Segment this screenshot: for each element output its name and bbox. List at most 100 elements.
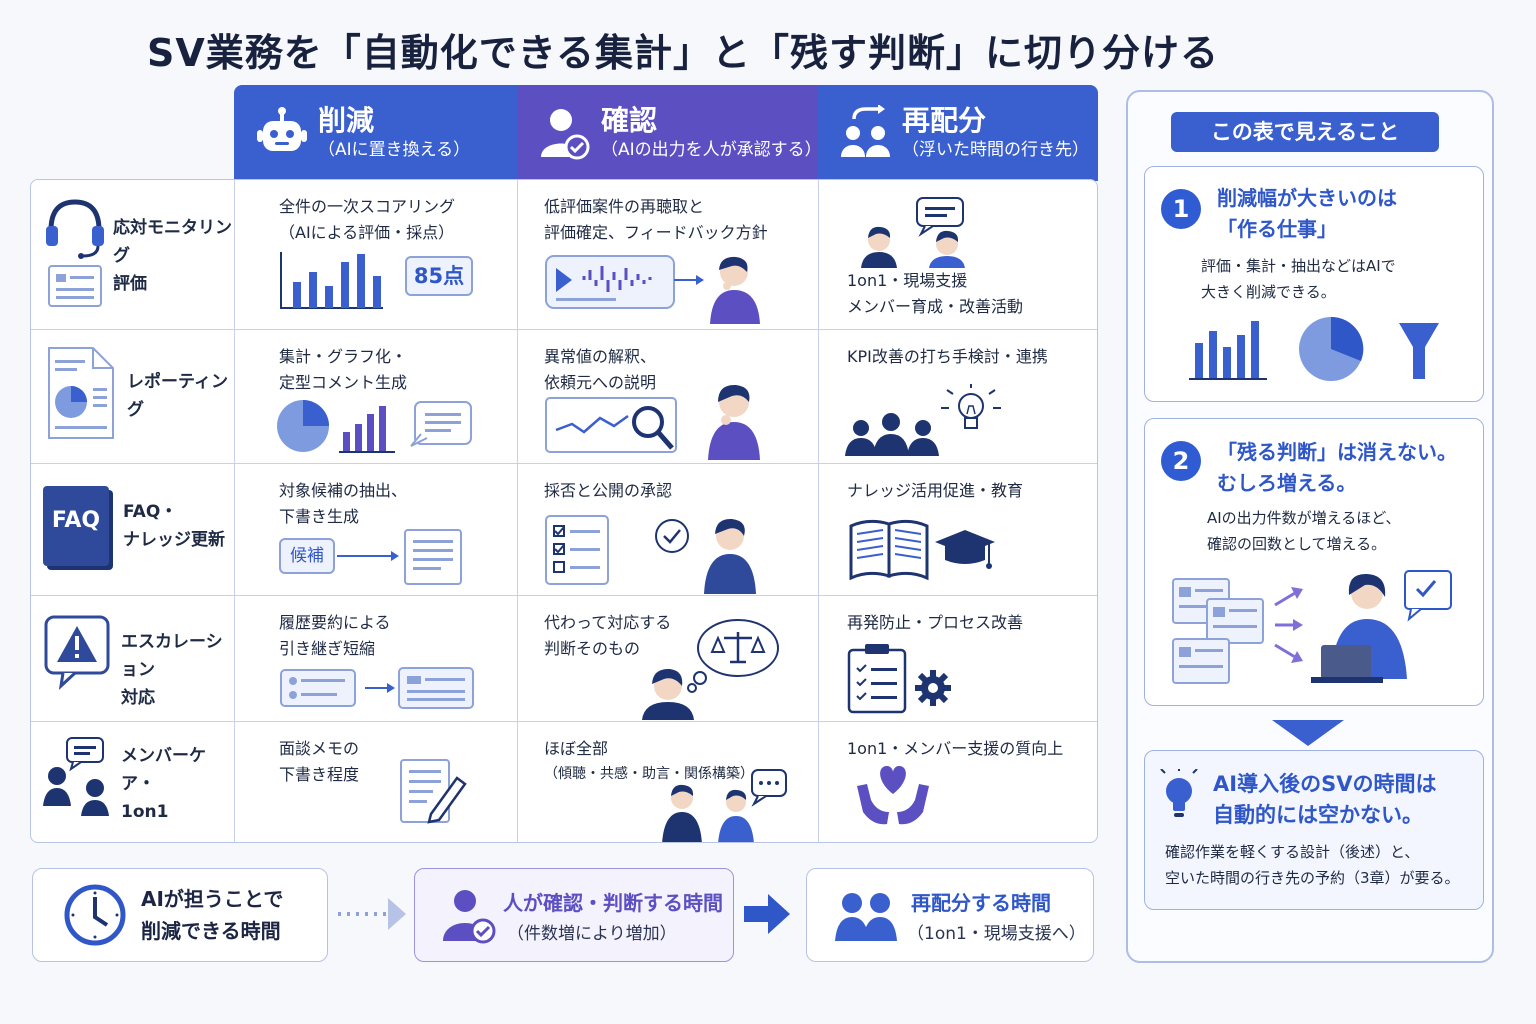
reallocate-cell: 1on1・現場支援 メンバー育成・改善活動 [819,180,1097,329]
flow-reallocate-time: 再配分する時間 （1on1・現場支援へ） [806,868,1094,962]
increasing-review-icon [1172,570,1452,684]
table-row: メンバーケア・ 1on1 面談メモの 下書き程度 ほぼ全部 （傾聴・共感・助言・… [31,722,1097,842]
row-label: メンバーケア・ 1on1 [121,746,206,822]
confirm-cell: ほぼ全部 （傾聴・共感・助言・関係構築） [518,722,819,842]
members-chat-icon [43,737,109,816]
column-subtitle: （AIに置き換える） [318,140,471,160]
conversation-icon [861,197,965,268]
task-matrix: 削減 （AIに置き換える） 確認 （AIの出力を人が承認する） 再配分 （浮いた… [30,85,1098,843]
table-row: エスカレーション 対応 履歴要約による 引き継ぎ短縮 代わって対応する 判断その… [31,596,1097,722]
arrow-right-icon [744,894,790,934]
faq-book-icon: FAQ [43,486,109,566]
clock-icon [64,884,126,946]
insight-card-2: 2 「残る判断」は消えない。 むしろ増える。 AIの出力件数が増えるほど、 確認… [1144,418,1484,706]
reallocate-text: 1on1・現場支援 メンバー育成・改善活動 [847,271,1024,316]
column-title: 確認 [601,104,658,137]
reduce-text: 対象候補の抽出、 下書き生成 [279,481,408,526]
robot-icon [257,107,307,151]
table-row: 応対モニタリング 評価 全件の一次スコアリング （AIによる評価・採点） 85点… [31,180,1097,330]
headset-icon [46,199,104,307]
person-check-icon [541,109,590,160]
flow-confirm-time: 人が確認・判断する時間 （件数増により増加） [414,868,734,962]
confirm-text: ほぼ全部 [544,739,609,758]
insight-card-3: AI導入後のSVの時間は 自動的には空かない。 確認作業を軽くする設計（後述）と… [1144,750,1484,910]
column-header-reduce: 削減 （AIに置き換える） [234,85,517,181]
summary-handover-icon [280,667,474,709]
down-arrow-icon [1272,720,1344,746]
row-label: 応対モニタリング 評価 [113,218,232,294]
report-document-icon [48,347,114,439]
table-row: レポーティング 集計・グラフ化・ 定型コメント生成 異常値の解釈、 依頼元への説… [31,330,1097,464]
confirm-cell: 採否と公開の承認 [518,464,819,595]
row-label-cell: メンバーケア・ 1on1 [31,722,235,842]
card-title: 「残る判断」は消えない。 むしろ増える。 [1217,440,1457,495]
row-label-cell: FAQ FAQ・ ナレッジ更新 [31,464,235,595]
person-check-icon [443,890,496,944]
audio-review-icon [545,255,760,324]
confirm-text: 代わって対応する 判断そのもの [544,613,672,658]
column-title: 再配分 [902,104,987,137]
row-label-cell: 応対モニタリング 評価 [31,180,235,329]
approval-checklist-icon [545,515,756,594]
reallocate-text: KPI改善の打ち手検討・連携 [847,347,1048,366]
flow-box-title: 人が確認・判断する時間 [503,891,723,915]
matrix-grid: 応対モニタリング 評価 全件の一次スコアリング （AIによる評価・採点） 85点… [30,179,1098,843]
confirm-cell: 低評価案件の再聴取と 評価確定、フィードバック方針 [518,180,819,329]
lightbulb-icon [1160,769,1198,817]
column-title: 削減 [318,104,375,137]
flow-box-subtitle: （1on1・現場支援へ） [907,924,1086,944]
flow-box-title: 再配分する時間 [911,891,1051,915]
column-subtitle: （AIの出力を人が承認する） [601,140,822,160]
card-body: 評価・集計・抽出などはAIで 大きく削減できる。 [1201,257,1396,301]
counseling-icon [662,769,787,842]
reallocate-text: 再発防止・プロセス改善 [847,613,1024,632]
row-label: FAQ・ ナレッジ更新 [123,502,225,550]
candidate-tag: 候補 [279,538,335,574]
memo-pen-icon [400,759,467,824]
row-label-cell: エスカレーション 対応 [31,596,235,721]
reduce-text: 集計・グラフ化・ 定型コメント生成 [279,347,408,392]
row-label: エスカレーション 対応 [121,632,223,708]
reallocate-people-icon [841,105,890,157]
reduce-cell: 集計・グラフ化・ 定型コメント生成 [235,330,518,463]
number-badge: 1 [1161,189,1201,229]
score-badge: 85点 [405,256,473,296]
flow-box-subtitle: （件数増により増加） [507,924,677,944]
reduction-charts-icon [1189,317,1439,381]
confirm-text: 低評価案件の再聴取と 評価確定、フィードバック方針 [544,197,768,242]
card-title: AI導入後のSVの時間は 自動的には空かない。 [1213,772,1437,827]
insight-card-1: 1 削減幅が大きいのは 「作る仕事」 評価・集計・抽出などはAIで 大きく削減で… [1144,166,1484,402]
confirm-note: （傾聴・共感・助言・関係構築） [544,766,754,782]
reduce-cell: 面談メモの 下書き程度 [235,722,518,842]
reallocate-cell: ナレッジ活用促進・教育 [819,464,1097,595]
insights-panel: この表で見えること 1 削減幅が大きいのは 「作る仕事」 評価・集計・抽出などは… [1126,90,1494,963]
reallocate-text: 1on1・メンバー支援の質向上 [847,739,1064,758]
reduce-text: 面談メモの 下書き程度 [279,739,360,784]
number-badge: 2 [1161,441,1201,481]
confirm-cell: 異常値の解釈、 依頼元への説明 [518,330,819,463]
process-improvement-icon [847,644,951,714]
warning-icon [44,615,110,690]
draft-arrow-icon [337,529,462,585]
card-body: 確認作業を軽くする設計（後述）と、 空いた時間の行き先の予約（3章）が要る。 [1165,843,1460,887]
people-icon [835,893,897,941]
reduce-cell: 対象候補の抽出、 下書き生成 候補 [235,464,518,595]
row-label-cell: レポーティング [31,330,235,463]
reduce-cell: 全件の一次スコアリング （AIによる評価・採点） 85点 [235,180,518,329]
bar-chart-icon [280,252,383,309]
book-graduation-icon [849,519,995,581]
team-idea-icon [845,384,1001,456]
page-title: SV業務を「自動化できる集計」と「残す判断」に切り分ける [146,31,1220,75]
table-row: FAQ FAQ・ ナレッジ更新 対象候補の抽出、 下書き生成 候補 採否と公開の… [31,464,1097,596]
panel-title: この表で見えること [1171,112,1439,152]
confirm-text: 採否と公開の承認 [544,481,673,500]
flow-reduced-time: AIが担うことで 削減できる時間 [32,868,328,962]
heart-hands-icon [857,766,929,825]
reduce-text: 履歴要約による 引き継ぎ短縮 [279,613,391,658]
reallocate-cell: KPI改善の打ち手検討・連携 [819,330,1097,463]
row-label: レポーティング [127,372,228,420]
reduce-cell: 履歴要約による 引き継ぎ短縮 [235,596,518,721]
dotted-arrow-icon [338,898,406,930]
reduce-text: 全件の一次スコアリング （AIによる評価・採点） [279,197,456,242]
column-subtitle: （浮いた時間の行き先） [902,140,1089,160]
